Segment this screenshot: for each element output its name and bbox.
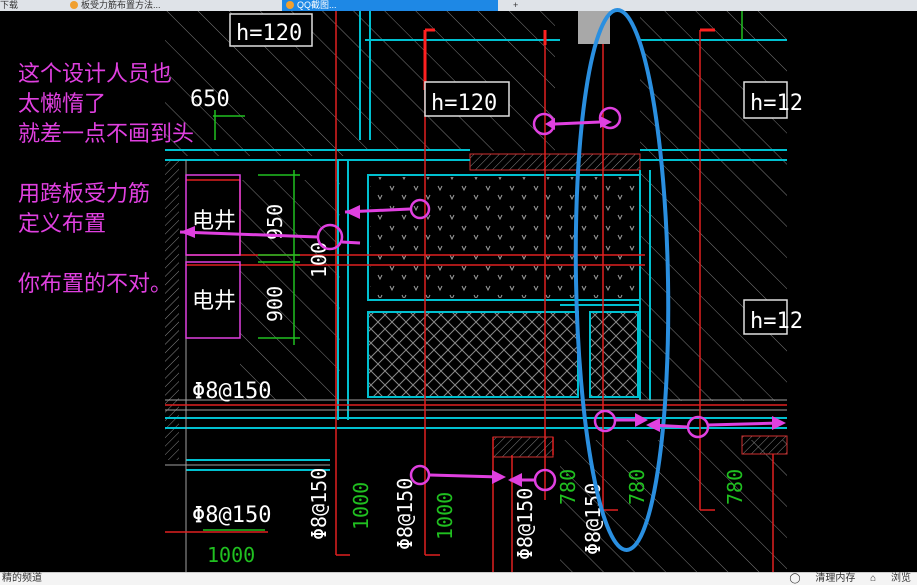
length-780-b: 780 [625, 469, 649, 505]
highlight-ellipse [573, 8, 671, 552]
length-1000-c: 1000 [207, 543, 255, 567]
length-780-c: 780 [723, 469, 747, 505]
slab-label-box-2 [424, 81, 510, 117]
cad-drawing-viewport[interactable]: h=120 h=120 h=12 h=12 650 电井 电井 Φ8@150 Φ… [165, 8, 803, 572]
markup-arrows [179, 116, 786, 487]
status-left-text: 精的频道 [2, 573, 42, 584]
dimension-lines [203, 11, 743, 531]
length-1000-b: 1000 [433, 492, 457, 540]
dimension-650: 650 [190, 87, 230, 112]
wall-band-top [469, 153, 641, 171]
rebar-vertical-label-3: Φ8@150 [513, 488, 537, 560]
image-right-margin [787, 11, 917, 572]
length-1000-a: 1000 [349, 482, 373, 530]
markup-circle-7 [409, 464, 431, 486]
column-block [578, 11, 610, 44]
image-left-margin [0, 11, 165, 572]
annotation-line-5: 定义布置 [18, 212, 107, 237]
status-bar: 精的频道 ◯ 清理内存 ⌂ 浏览 [0, 572, 917, 585]
slab-crosshatch-small [589, 311, 639, 398]
annotation-line-2: 太懒惰了 [18, 92, 107, 117]
tab-downloads[interactable]: 下载 [0, 0, 19, 10]
slab-hatch-right [640, 11, 787, 401]
electric-well-2 [185, 261, 241, 339]
rebar-spec-label-1: Φ8@150 [192, 379, 271, 404]
red-rebar-lines [165, 11, 787, 572]
electric-well-label-1: 电井 [192, 209, 236, 234]
slab-thickness-label-1: h=120 [236, 21, 302, 46]
slab-thickness-label-3: h=12 [750, 91, 803, 116]
browser-tab-bar: 下载 板受力筋布置方法... QQ截图... + [0, 0, 917, 11]
wall-band-left [165, 160, 179, 460]
tab-screenshot[interactable]: QQ截图... [282, 0, 498, 11]
cyan-walls [165, 11, 787, 471]
browser-favicon-icon [286, 1, 294, 9]
rebar-vertical-label-4: Φ8@150 [581, 483, 605, 555]
browser-favicon-icon [70, 1, 78, 9]
clean-memory-button[interactable]: ◯ 清理内存 [789, 573, 856, 584]
browser-button[interactable]: ⌂ 浏览 [870, 573, 911, 584]
rebar-hooks [423, 28, 715, 90]
annotation-line-1: 这个设计人员也 [18, 62, 173, 87]
length-780-a: 780 [556, 469, 580, 505]
dimension-100: 100 [307, 242, 331, 278]
cad-drawing: h=120 h=120 h=12 h=12 650 电井 电井 Φ8@150 Φ… [165, 8, 803, 572]
annotation-line-4: 用跨板受力筋 [18, 182, 151, 207]
electric-well-label-2: 电井 [192, 289, 236, 314]
slab-label-box-3 [743, 81, 788, 119]
slab-hatch-bottom-right [560, 440, 787, 572]
rebar-vertical-label-2: Φ8@150 [393, 478, 417, 550]
rebar-spec-label-2: Φ8@150 [192, 503, 271, 528]
slab-crosshatch-area [367, 311, 579, 398]
annotation-line-6: 你布置的不对。 [18, 272, 173, 297]
annotation-line-3: 就差一点不画到头 [18, 122, 195, 147]
electric-well-1 [185, 174, 241, 256]
slab-label-box-1 [229, 13, 313, 47]
new-tab-button[interactable]: + [513, 0, 519, 10]
tab-article[interactable]: 板受力筋布置方法... [66, 0, 276, 11]
slab-thickness-label-4: h=12 [750, 309, 803, 334]
markup-circle-3 [409, 198, 431, 220]
rebar-vertical-label-1: Φ8@150 [307, 468, 331, 540]
slab-hatch-left [240, 180, 340, 400]
slab-hatch-top-mid [365, 11, 555, 151]
wall-band-right [741, 435, 788, 455]
slab-thickness-label-2: h=120 [431, 91, 497, 116]
slab-label-box-4 [743, 299, 788, 335]
dimension-900: 900 [263, 286, 287, 322]
wall-band-bottom [492, 436, 554, 458]
